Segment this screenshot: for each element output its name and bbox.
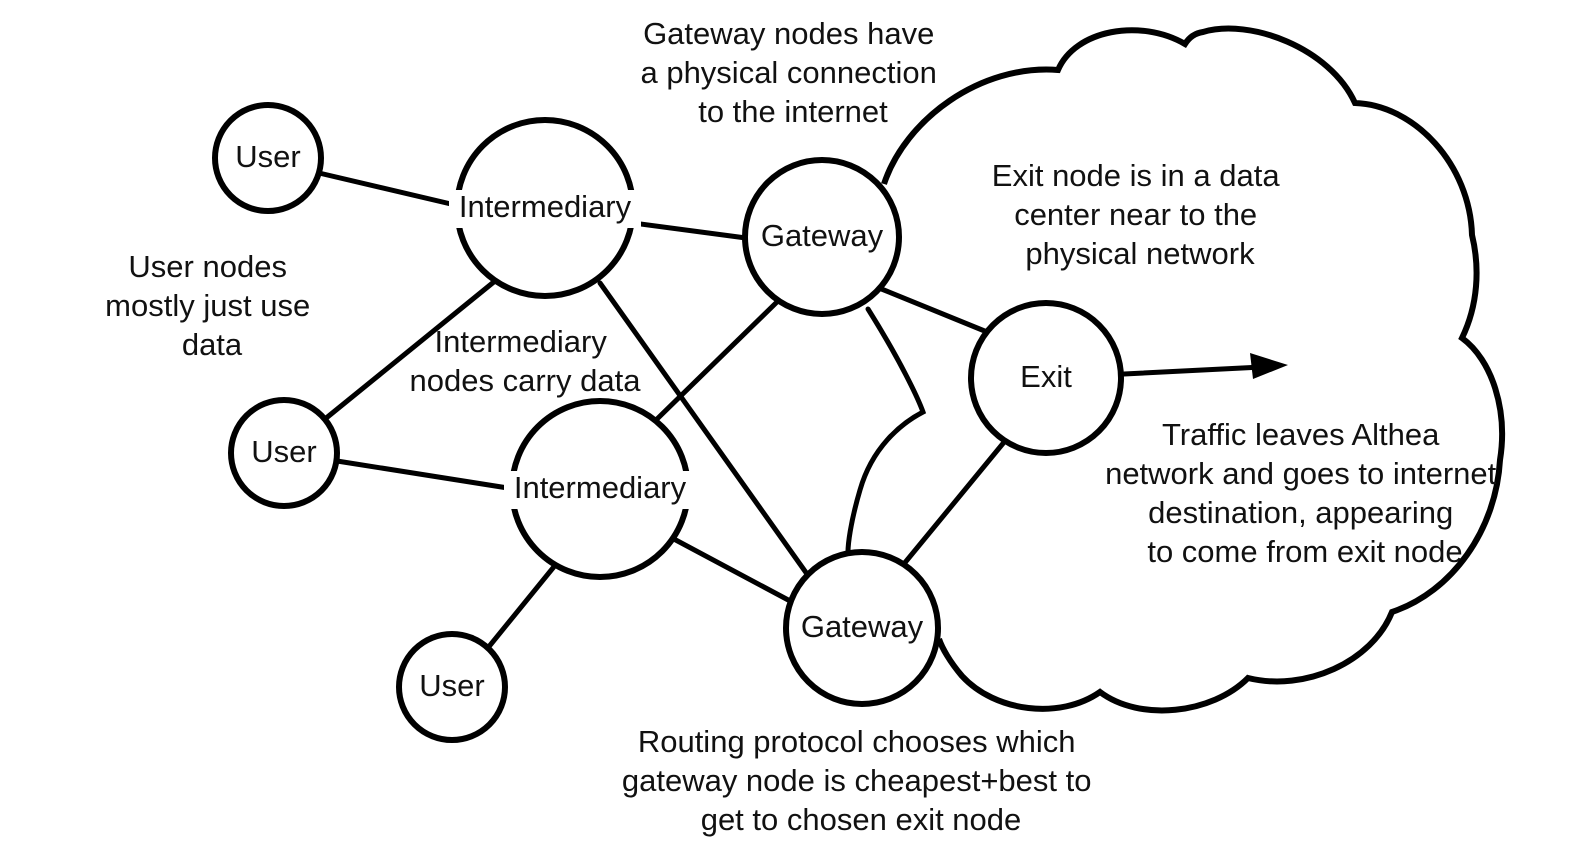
- node-user-2[interactable]: User: [228, 397, 340, 509]
- edge-user3-intermediary2: [484, 560, 560, 652]
- svg-text:Gateway nodes have a: Gateway nodes have a physical connection…: [640, 16, 945, 129]
- annotation-routing-note-line-1: Routing protocol chooses which: [638, 724, 1076, 759]
- annotation-traffic-note-line-2: network and goes to internet: [1105, 456, 1497, 491]
- node-user-1[interactable]: User: [212, 102, 324, 214]
- node-user-3[interactable]: User: [396, 631, 508, 743]
- node-intermediary-1-label: Intermediary: [459, 189, 632, 224]
- annotation-user-note: User nodes mostly just use data: [105, 249, 319, 362]
- node-user-1-circle[interactable]: [212, 102, 324, 214]
- node-gateway-2[interactable]: Gateway: [783, 549, 941, 707]
- node-intermediary-2[interactable]: Intermediary: [504, 398, 696, 580]
- edge-intermediary2-gateway1: [652, 297, 782, 424]
- annotation-exit-note-line-2: center near to the: [1014, 197, 1257, 232]
- edges-layer: [316, 170, 1008, 652]
- svg-text:Exit node is in a data: Exit node is in a data center near to th…: [992, 158, 1288, 271]
- svg-text:Intermediary nodes c: Intermediary nodes carry data: [410, 324, 642, 398]
- edge-user2-intermediary1: [322, 278, 498, 422]
- node-gateway-1[interactable]: Gateway: [742, 157, 902, 317]
- svg-text:Routing protocol chooses which: Routing protocol chooses which gateway n…: [622, 724, 1100, 837]
- annotation-user-note-line-2: mostly just use: [105, 288, 310, 323]
- node-gateway-1-circle[interactable]: [742, 157, 902, 317]
- cloud-outline: [881, 25, 1506, 714]
- edge-intermediary1-gateway1: [630, 220, 749, 241]
- node-intermediary-2-label: Intermediary: [514, 470, 687, 505]
- traffic-arrow: [1121, 353, 1288, 379]
- annotation-intermediary-note-line-2: nodes carry data: [410, 363, 642, 398]
- annotation-traffic-note-line-1: Traffic leaves Althea: [1162, 417, 1440, 452]
- edge-gateway1-gateway2-curved: [845, 306, 927, 555]
- annotation-traffic-note-line-4: to come from exit node: [1147, 534, 1462, 569]
- annotation-gateway-note-line-1: Gateway nodes have: [643, 16, 934, 51]
- edge-user1-intermediary1: [316, 170, 471, 211]
- annotations-layer: Gateway nodes have a physical connection…: [105, 16, 1505, 837]
- annotation-gateway-note-line-2: a physical connection: [640, 55, 936, 90]
- node-intermediary-1-label-mask: [449, 190, 641, 228]
- edge-user2-intermediary2: [334, 458, 517, 492]
- annotation-traffic-note: Traffic leaves Althea network and goes t…: [1105, 417, 1505, 569]
- edge-intermediary2-gateway2: [669, 535, 795, 605]
- node-exit[interactable]: Exit: [968, 300, 1124, 456]
- node-user-3-circle[interactable]: [396, 631, 508, 743]
- annotation-routing-note: Routing protocol chooses which gateway n…: [622, 724, 1100, 837]
- traffic-arrow-head: [1250, 353, 1288, 379]
- edge-gateway2-exit: [900, 438, 1008, 568]
- node-gateway-2-label: Gateway: [801, 609, 924, 644]
- annotation-routing-note-line-2: gateway node is cheapest+best to: [622, 763, 1092, 798]
- svg-text:Traffic leaves Althea: Traffic leaves Althea network and goes t…: [1105, 417, 1505, 569]
- node-exit-label: Exit: [1020, 359, 1072, 394]
- annotation-intermediary-note: Intermediary nodes carry data: [410, 324, 642, 398]
- node-intermediary-1[interactable]: Intermediary: [449, 117, 641, 299]
- node-user-2-label: User: [251, 434, 316, 469]
- annotation-intermediary-note-line-1: Intermediary: [435, 324, 608, 359]
- traffic-arrow-shaft: [1121, 364, 1265, 377]
- annotation-traffic-note-line-3: destination, appearing: [1148, 495, 1453, 530]
- node-user-1-label: User: [235, 139, 300, 174]
- annotation-exit-note-line-3: physical network: [1025, 236, 1255, 271]
- node-gateway-2-circle[interactable]: [783, 549, 941, 707]
- annotation-user-note-line-3: data: [182, 327, 243, 362]
- node-intermediary-2-label-mask: [504, 471, 696, 509]
- node-gateway-1-label: Gateway: [761, 218, 884, 253]
- annotation-routing-note-line-3: get to chosen exit node: [701, 802, 1022, 837]
- svg-text:User nodes mostly ju: User nodes mostly just use data: [105, 249, 319, 362]
- node-exit-circle[interactable]: [968, 300, 1124, 456]
- annotation-gateway-note: Gateway nodes have a physical connection…: [640, 16, 945, 129]
- edge-intermediary1-gateway2: [597, 280, 815, 584]
- node-user-3-label: User: [419, 668, 484, 703]
- annotation-gateway-note-line-3: to the internet: [698, 94, 888, 129]
- annotation-user-note-line-1: User nodes: [128, 249, 287, 284]
- annotation-exit-note: Exit node is in a data center near to th…: [992, 158, 1288, 271]
- edge-gateway1-exit: [876, 285, 995, 337]
- annotation-exit-note-line-1: Exit node is in a data: [992, 158, 1281, 193]
- nodes-layer: User User User Intermediary: [212, 102, 1124, 743]
- node-user-2-circle[interactable]: [228, 397, 340, 509]
- internet-cloud: [881, 25, 1506, 714]
